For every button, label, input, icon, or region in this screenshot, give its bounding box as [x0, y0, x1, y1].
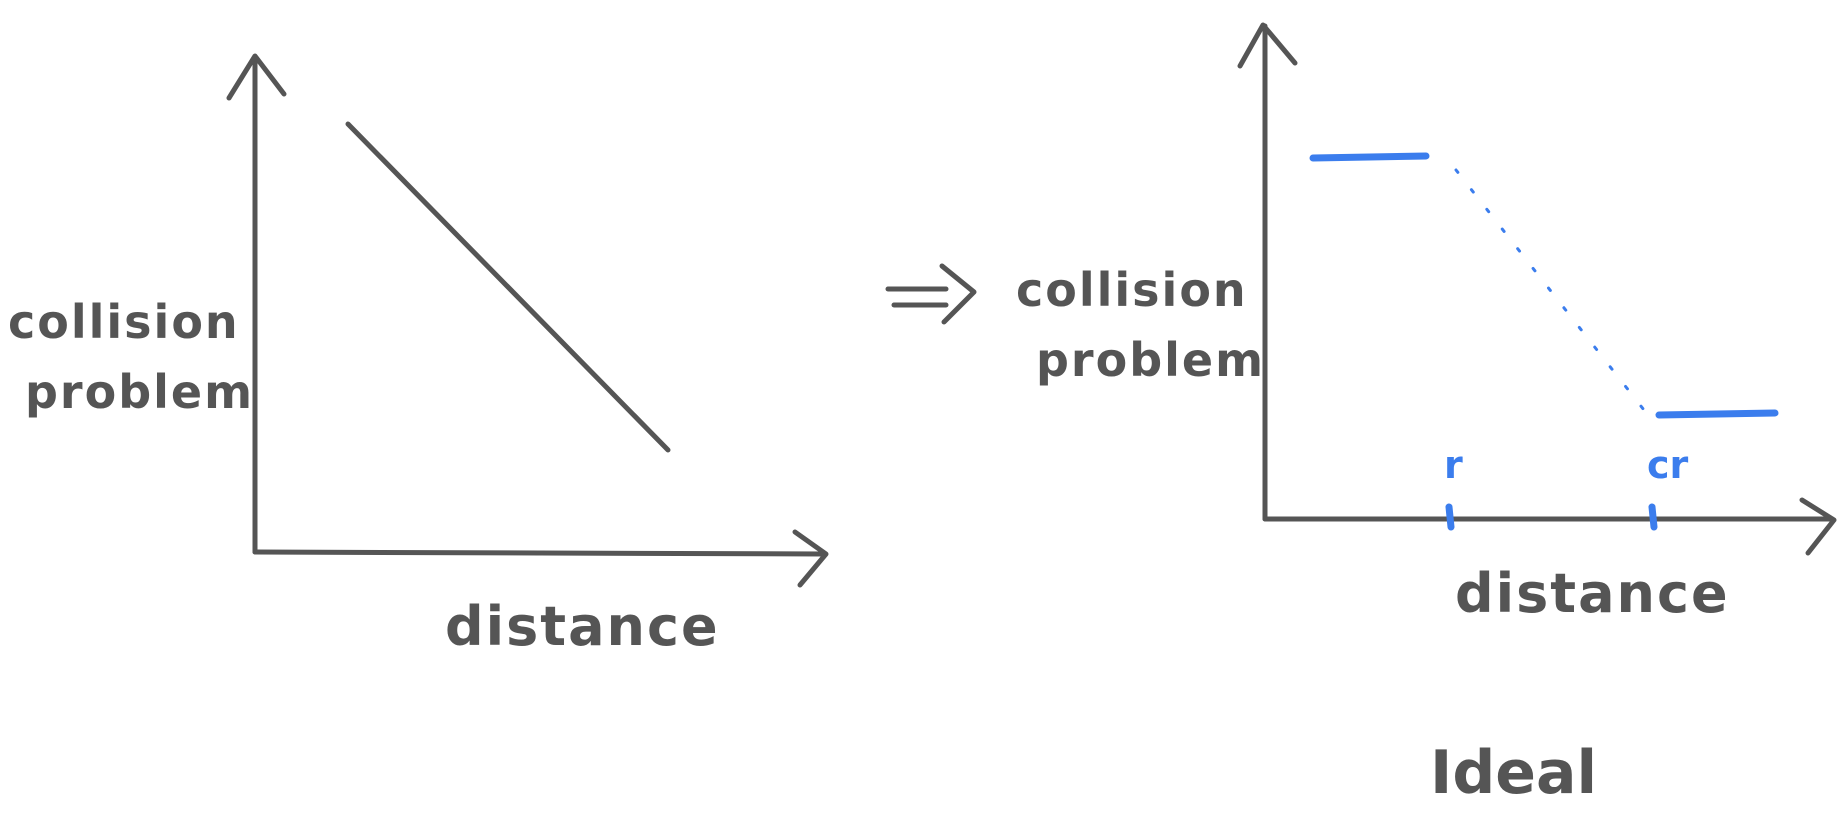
ideal-transition-dashed [1454, 168, 1646, 412]
left-x-axis [252, 529, 829, 588]
right-ylabel-line2: problem [1036, 333, 1265, 387]
ideal-low-segment [1655, 409, 1779, 419]
tick-mark-cr [1648, 503, 1658, 531]
left-xlabel: distance [445, 595, 720, 658]
ideal-high-segment [1309, 152, 1430, 162]
tick-mark-r [1445, 503, 1455, 531]
left-y-axis [226, 53, 287, 555]
left-graph: collision problem distance [8, 53, 829, 658]
right-xlabel: distance [1455, 562, 1730, 625]
right-y-axis [1237, 22, 1298, 522]
left-ylabel-line2: problem [25, 365, 254, 419]
left-decreasing-line [345, 121, 671, 453]
tick-label-r: r [1444, 443, 1463, 487]
right-ylabel-line1: collision [1016, 263, 1248, 317]
tick-label-cr: cr [1647, 443, 1689, 487]
right-x-axis [1262, 497, 1837, 556]
ideal-caption: Ideal [1430, 738, 1597, 808]
left-ylabel-line1: collision [8, 295, 240, 349]
double-arrow-right-icon [885, 263, 977, 325]
right-graph: r cr collision problem distance Ideal [1016, 22, 1837, 808]
